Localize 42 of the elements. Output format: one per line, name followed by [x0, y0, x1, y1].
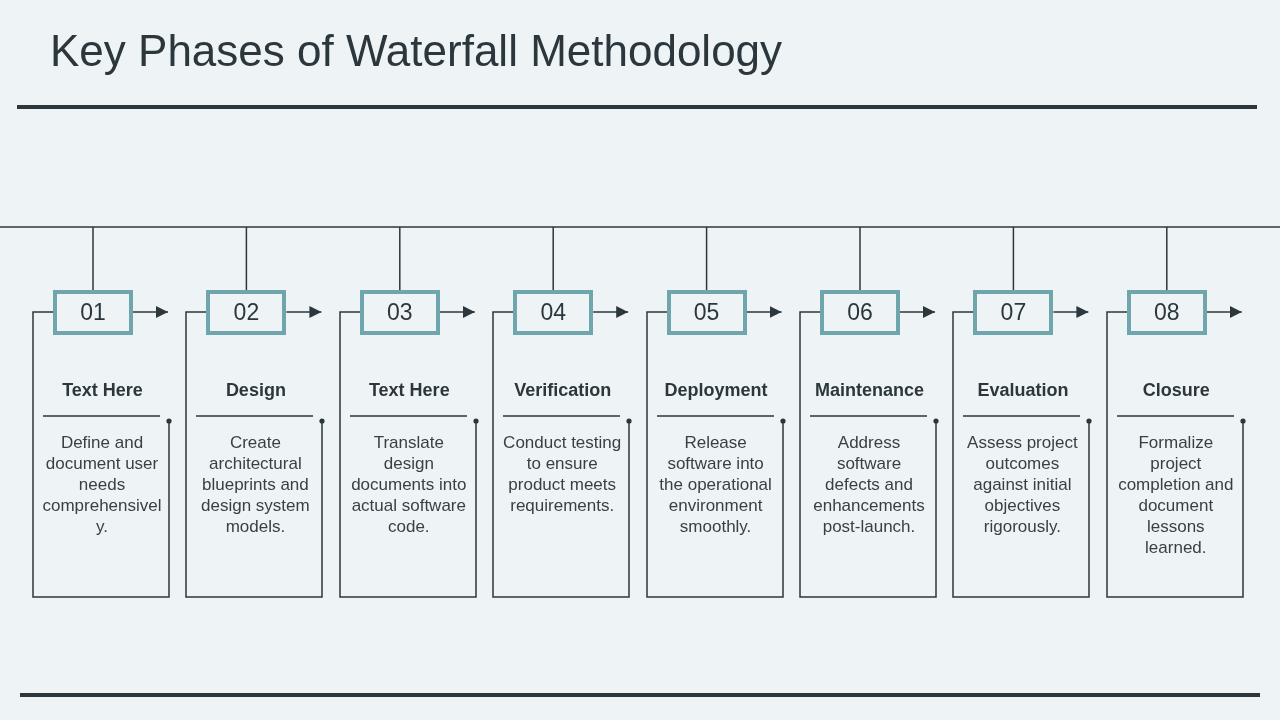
number-box: 05 — [666, 290, 747, 335]
number-box: 01 — [53, 290, 133, 335]
number-box: 04 — [513, 290, 594, 335]
connector-line — [859, 226, 861, 291]
phase-heading: Design — [224, 379, 287, 401]
connector-line — [399, 226, 401, 291]
slide-title: Key Phases of Waterfall Methodology — [50, 25, 783, 77]
number-box: 08 — [1126, 290, 1207, 335]
phase-heading: Deployment — [663, 379, 769, 401]
connector-line — [552, 226, 554, 291]
phase-heading: Text Here — [367, 379, 451, 401]
arrow — [132, 306, 169, 318]
connector-line — [245, 226, 248, 291]
number-box: 02 — [206, 290, 287, 335]
number-box: 03 — [359, 290, 440, 335]
phase-description: Conduct testing to ensure product meets requirements. — [502, 432, 623, 516]
connector-line — [705, 226, 708, 291]
phase-description: Release software into the operational environment smoothly. — [658, 432, 773, 537]
number-box: 06 — [820, 290, 900, 335]
phase-description: Assess project outcomes against initial objectives rigorously. — [966, 432, 1079, 537]
phase-description: Define and document user needs comprehensively. — [42, 432, 162, 537]
arrow — [285, 306, 323, 318]
connector-line — [1166, 226, 1168, 291]
phase-heading: Closure — [1141, 379, 1211, 401]
arrow — [1052, 306, 1090, 318]
connector-line — [1012, 226, 1015, 291]
phase-description: Translate design documents into actual software code. — [350, 432, 468, 537]
phase-description: Formalize project completion and document lessons learned. — [1117, 432, 1235, 558]
phase-description: Create architectural blueprints and design system models. — [200, 432, 311, 537]
phase-description: Address software defects and enhancements post-launch. — [812, 432, 926, 537]
connector-line — [92, 226, 94, 291]
arrow — [1206, 306, 1243, 318]
bus-line — [0, 226, 1280, 228]
phase-heading: Maintenance — [814, 379, 925, 401]
arrow — [745, 306, 783, 318]
arrow — [439, 306, 476, 318]
phase-heading: Evaluation — [976, 379, 1070, 401]
arrow — [592, 306, 629, 318]
arrow — [899, 306, 936, 318]
phase-heading: Text Here — [61, 379, 144, 401]
phase-heading: Verification — [513, 379, 613, 401]
number-box: 07 — [973, 290, 1054, 335]
